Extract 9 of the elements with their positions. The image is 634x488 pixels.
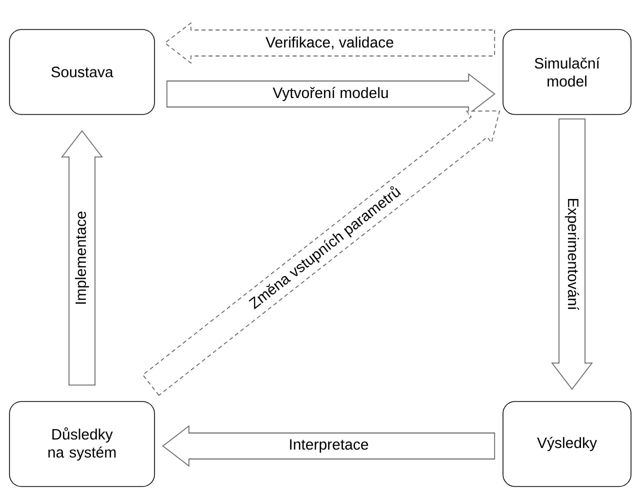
edge-label: Verifikace, validace (264, 36, 395, 50)
edge-label: Implementace (74, 210, 90, 306)
rounded-box: Simulační model (502, 29, 632, 115)
rounded-box: Výsledky (502, 401, 632, 487)
rounded-box: Soustava (9, 29, 155, 115)
edge-label: Vytvoření modelu (272, 86, 390, 102)
edge-label: Experimentování (564, 196, 580, 312)
rounded-box: Důsledky na systém (9, 401, 155, 487)
edge-label: Interpretace (288, 438, 370, 454)
